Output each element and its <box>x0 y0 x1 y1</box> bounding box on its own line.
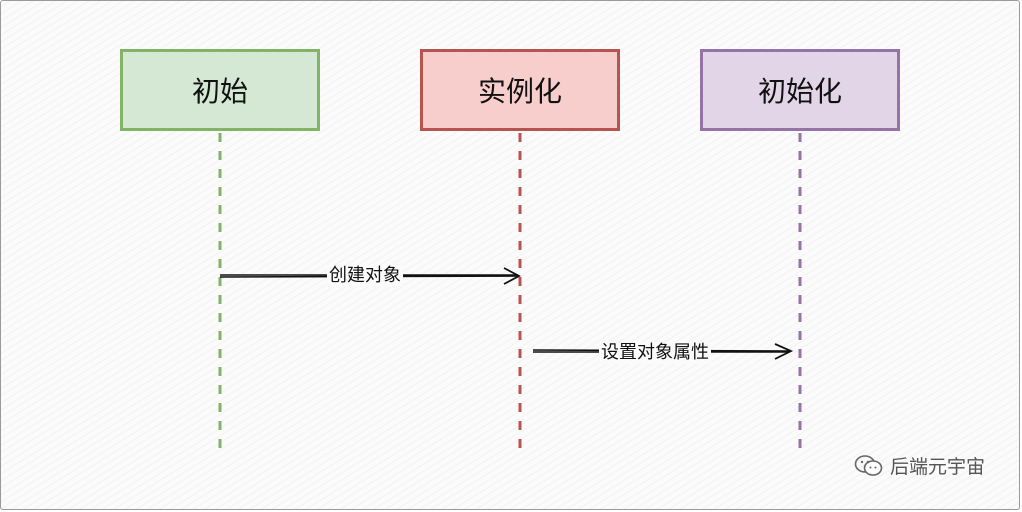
lifeline-box-instantiation: 实例化 <box>420 49 620 131</box>
message-label-create-object: 创建对象 <box>327 265 403 287</box>
watermark-text: 后端元宇宙 <box>889 456 985 478</box>
lifeline-label: 初始化 <box>757 75 842 108</box>
lifeline-label: 初始 <box>191 75 248 108</box>
message-arrowhead-create-object <box>503 267 521 285</box>
message-label-set-properties: 设置对象属性 <box>599 342 711 364</box>
lifeline-box-initial: 初始 <box>120 49 320 131</box>
wechat-icon <box>854 454 883 476</box>
watermark: 后端元宇宙 <box>854 452 985 479</box>
lifeline-label: 实例化 <box>477 75 562 108</box>
lifeline-box-initialization: 初始化 <box>700 49 900 131</box>
message-arrowhead-set-properties <box>774 343 794 360</box>
